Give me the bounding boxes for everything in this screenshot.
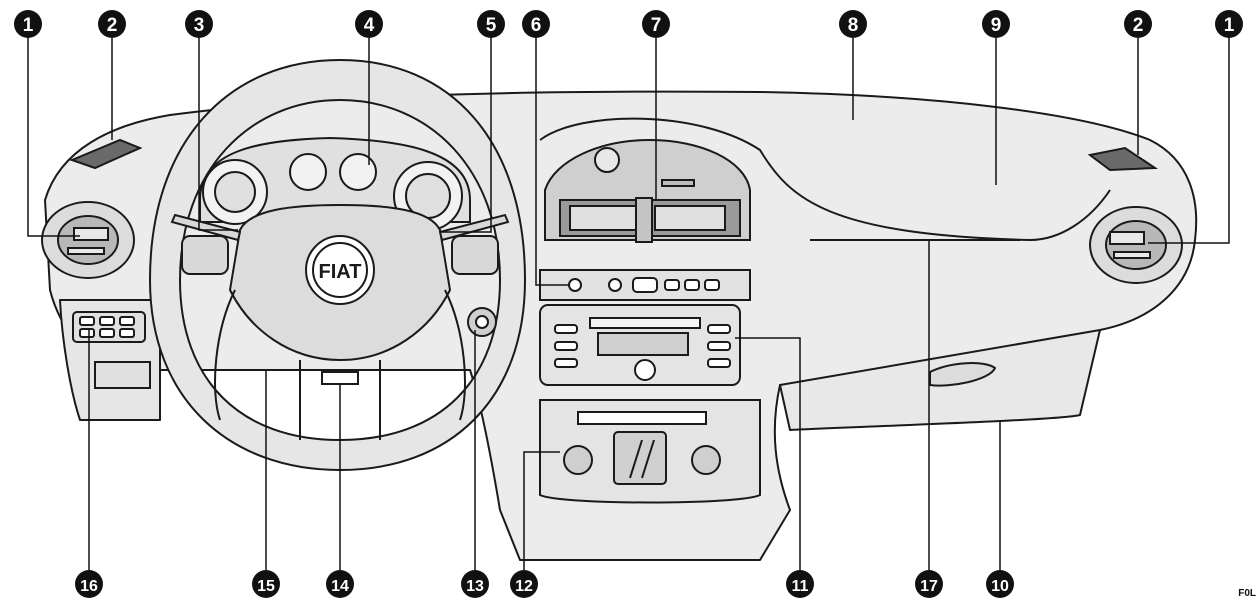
svg-text:15: 15 — [257, 578, 275, 595]
central-air-vents — [544, 138, 751, 243]
callout-1-left: 1 — [14, 10, 42, 38]
svg-text:17: 17 — [920, 578, 938, 595]
right-air-vent — [1089, 206, 1183, 284]
radio-unit — [539, 304, 741, 386]
callout-7: 7 — [642, 10, 670, 38]
svg-text:5: 5 — [486, 15, 497, 36]
climate-control-panel — [539, 399, 761, 504]
svg-text:1: 1 — [23, 15, 34, 36]
callout-5: 5 — [477, 10, 505, 38]
svg-text:3: 3 — [194, 15, 205, 36]
callout-1-right: 1 — [1215, 10, 1243, 38]
callout-6: 6 — [522, 10, 550, 38]
svg-text:2: 2 — [1133, 15, 1144, 36]
callout-8: 8 — [839, 10, 867, 38]
ignition-switch — [467, 307, 497, 337]
svg-text:6: 6 — [531, 15, 542, 36]
svg-text:1: 1 — [1224, 15, 1235, 36]
left-switch-panel — [72, 311, 151, 389]
fiat-logo-text: FIAT — [319, 261, 362, 283]
figure-code: F0L — [1238, 588, 1256, 599]
callout-13: 13 — [461, 570, 489, 598]
instrument-cluster — [199, 136, 471, 231]
callout-9: 9 — [982, 10, 1010, 38]
center-switch-bar — [539, 269, 751, 301]
callout-14: 14 — [326, 570, 354, 598]
left-demister-vent — [69, 138, 143, 170]
callout-2-right: 2 — [1124, 10, 1152, 38]
svg-text:14: 14 — [331, 578, 349, 595]
callout-17: 17 — [915, 570, 943, 598]
svg-text:13: 13 — [466, 578, 484, 595]
callout-2-left: 2 — [98, 10, 126, 38]
callout-4: 4 — [355, 10, 383, 38]
right-demister-vent — [1087, 146, 1159, 172]
callout-12: 12 — [510, 570, 538, 598]
callout-15: 15 — [252, 570, 280, 598]
svg-text:8: 8 — [848, 15, 859, 36]
callout-16: 16 — [75, 570, 103, 598]
svg-text:16: 16 — [80, 578, 98, 595]
svg-text:10: 10 — [991, 578, 1009, 595]
left-air-vent — [41, 201, 135, 279]
leader-lines — [27, 35, 1230, 572]
svg-text:12: 12 — [515, 578, 533, 595]
fiat-logo-badge: FIAT — [305, 235, 375, 305]
callout-11: 11 — [786, 570, 814, 598]
svg-text:9: 9 — [991, 15, 1002, 36]
svg-text:7: 7 — [651, 15, 662, 36]
svg-text:4: 4 — [364, 15, 375, 36]
svg-text:11: 11 — [792, 578, 809, 595]
steering-stalks — [170, 213, 510, 275]
callout-3: 3 — [185, 10, 213, 38]
svg-text:2: 2 — [107, 15, 118, 36]
callout-10: 10 — [986, 570, 1014, 598]
